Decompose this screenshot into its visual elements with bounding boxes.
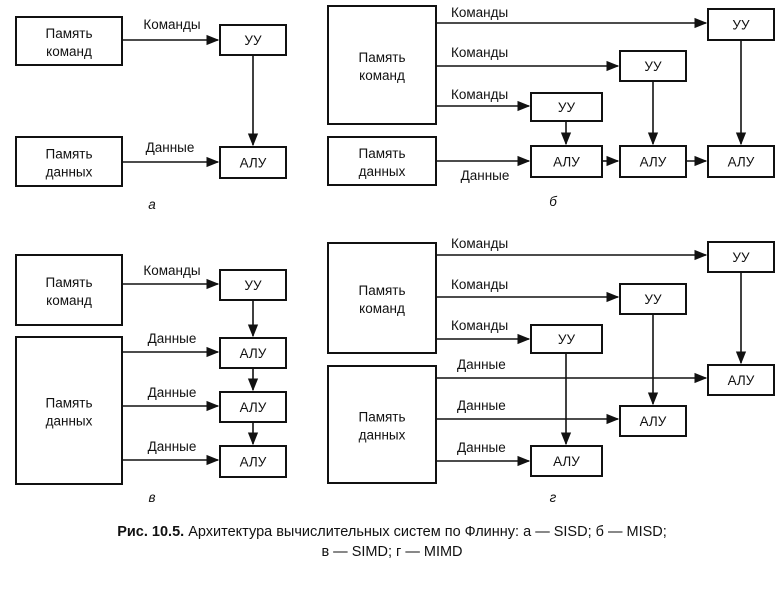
d-control-unit-1-box-label: УУ — [732, 250, 750, 265]
a-instruction-memory-box — [15, 16, 123, 66]
b-control-unit-2-box-label: УУ — [644, 59, 662, 74]
d-commands-label-2: Команды — [451, 277, 508, 292]
d-instruction-memory-box-label-2: команд — [359, 301, 405, 316]
b-data-memory-box-label-1: Память — [358, 146, 405, 161]
b-instruction-memory-box-label-1: Память — [358, 50, 405, 65]
c-alu-3-box — [219, 445, 287, 478]
b-alu-2-box-label: АЛУ — [640, 155, 667, 170]
d-alu-1-box — [707, 364, 775, 396]
c-data-label-1: Данные — [148, 331, 197, 346]
b-control-unit-3-box — [530, 92, 603, 122]
d-alu-3-box — [530, 445, 603, 477]
a-data-memory-box-label-1: Память — [45, 147, 92, 162]
b-instruction-memory-box — [327, 5, 437, 125]
b-control-unit-2-box — [619, 50, 687, 82]
c-instruction-memory-box-label-2: команд — [46, 293, 92, 308]
figure-caption-line1: Рис. 10.5. Архитектура вычислительных си… — [0, 522, 784, 542]
b-data-memory-box-label-2: данных — [359, 164, 406, 179]
d-commands-label-1: Команды — [451, 236, 508, 251]
d-instruction-memory-box — [327, 242, 437, 354]
d-control-unit-2-box — [619, 283, 687, 315]
b-instruction-memory-box-label-2: команд — [359, 68, 405, 83]
d-data-label-1: Данные — [457, 357, 506, 372]
a-data-label: Данные — [146, 140, 195, 155]
panel-a-label: а — [148, 197, 156, 212]
b-commands-label-2: Команды — [451, 45, 508, 60]
d-data-label-2: Данные — [457, 398, 506, 413]
c-control-unit-box-label: УУ — [244, 278, 262, 293]
b-commands-label-3: Команды — [451, 87, 508, 102]
figure-caption-line2: в — SIMD; г — MIMD — [0, 542, 784, 562]
figure-caption-prefix: Рис. 10.5. — [117, 524, 185, 540]
b-alu-2-box — [619, 145, 687, 178]
a-instruction-memory-box-label-1: Память — [45, 26, 92, 41]
d-control-unit-3-box — [530, 324, 603, 354]
c-data-label-3: Данные — [148, 439, 197, 454]
c-alu-2-box-label: АЛУ — [240, 400, 267, 415]
b-data-label: Данные — [461, 168, 510, 183]
b-commands-label-1: Команды — [451, 5, 508, 20]
panel-b-label: б — [549, 194, 557, 209]
c-data-memory-box — [15, 336, 123, 485]
a-commands-label: Команды — [143, 17, 200, 32]
d-commands-label-3: Команды — [451, 318, 508, 333]
b-alu-3-box-label: АЛУ — [728, 155, 755, 170]
b-alu-3-box — [707, 145, 775, 178]
c-data-memory-box-label-2: данных — [46, 414, 93, 429]
a-alu-box — [219, 146, 287, 179]
d-data-memory-box-label-1: Память — [358, 410, 405, 425]
c-instruction-memory-box-label-1: Память — [45, 275, 92, 290]
d-instruction-memory-box-label-1: Память — [358, 283, 405, 298]
c-alu-1-box-label: АЛУ — [240, 346, 267, 361]
a-instruction-memory-box-label-2: команд — [46, 44, 92, 59]
c-data-label-2: Данные — [148, 385, 197, 400]
b-control-unit-1-box-label: УУ — [732, 18, 750, 33]
b-alu-1-box-label: АЛУ — [553, 155, 580, 170]
b-data-memory-box — [327, 136, 437, 186]
b-control-unit-3-box-label: УУ — [558, 100, 576, 115]
figure-caption-text: Архитектура вычислительных систем по Фли… — [188, 524, 667, 540]
d-data-label-3: Данные — [457, 440, 506, 455]
d-alu-1-box-label: АЛУ — [728, 373, 755, 388]
c-data-memory-box-label-1: Память — [45, 396, 92, 411]
d-control-unit-3-box-label: УУ — [558, 332, 576, 347]
a-data-memory-box — [15, 136, 123, 187]
a-control-unit-box-label: УУ — [244, 33, 262, 48]
c-commands-label: Команды — [143, 263, 200, 278]
a-alu-box-label: АЛУ — [240, 156, 267, 171]
c-alu-3-box-label: АЛУ — [240, 455, 267, 470]
d-control-unit-2-box-label: УУ — [644, 292, 662, 307]
d-alu-2-box — [619, 405, 687, 437]
a-data-memory-box-label-2: данных — [46, 165, 93, 180]
d-alu-2-box-label: АЛУ — [640, 414, 667, 429]
panel-c-label: в — [148, 490, 155, 505]
c-instruction-memory-box — [15, 254, 123, 326]
d-data-memory-box — [327, 365, 437, 484]
panel-d-label: г — [550, 490, 557, 505]
figure-caption-text-2: в — SIMD; г — MIMD — [321, 544, 463, 560]
d-alu-3-box-label: АЛУ — [553, 454, 580, 469]
d-data-memory-box-label-2: данных — [359, 428, 406, 443]
